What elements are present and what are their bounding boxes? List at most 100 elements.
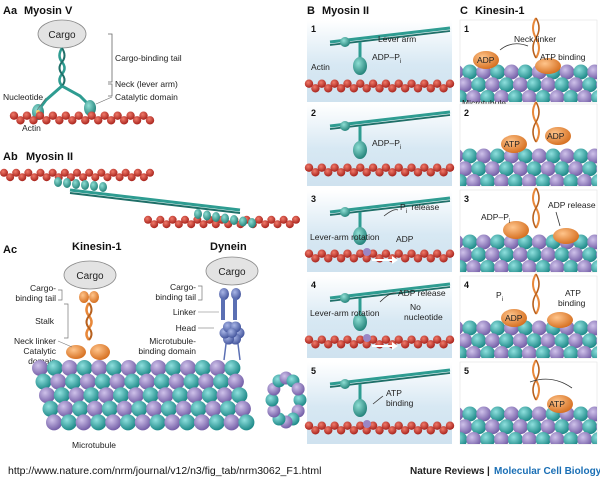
tubulin-subunit-ac bbox=[50, 374, 66, 390]
tubulin-subunit-ac bbox=[113, 387, 129, 403]
tubulin-subunit-c bbox=[476, 321, 491, 336]
microtubule-lattice bbox=[439, 149, 600, 190]
tubulin-subunit-ac bbox=[124, 374, 140, 390]
tubulin-subunit-c bbox=[476, 407, 491, 422]
dynein-stalk-2 bbox=[238, 344, 240, 360]
tubulin-subunit-ac bbox=[169, 374, 185, 390]
tubulin-subunit-c bbox=[457, 247, 472, 262]
tubulin-subunit-ac bbox=[76, 360, 92, 376]
tubulin-subunit-c bbox=[527, 419, 542, 434]
tubulin-subunit-ac bbox=[65, 374, 81, 390]
kinesin-head-right bbox=[90, 344, 110, 360]
tubulin-subunit-ac bbox=[46, 414, 62, 430]
tubulin-subunit-c bbox=[462, 321, 477, 336]
kinesin-step-number: 2 bbox=[464, 108, 469, 118]
tubulin-subunit-c bbox=[490, 149, 505, 164]
tubulin-subunit-ac bbox=[87, 401, 103, 417]
tubulin-subunit-c bbox=[485, 247, 500, 262]
label-adp-c1: ADP bbox=[477, 55, 495, 65]
panel-b-title: Myosin II bbox=[322, 5, 369, 17]
tubulin-subunit-c bbox=[513, 419, 528, 434]
myosin-ii-head-right bbox=[230, 215, 238, 225]
tubulin-subunit-c bbox=[513, 333, 528, 348]
actin-monomer-ab-bottom bbox=[292, 216, 300, 224]
panel-aa-tag: Aa bbox=[3, 5, 18, 17]
tubulin-subunit-c bbox=[466, 174, 481, 189]
tubulin-subunit-ac bbox=[98, 387, 114, 403]
bound-actin-site bbox=[363, 420, 371, 428]
tubulin-subunit-c bbox=[499, 333, 514, 348]
tubulin-subunit-c bbox=[471, 419, 486, 434]
tubulin-subunit-ac bbox=[139, 374, 155, 390]
tubulin-subunit-c bbox=[582, 77, 597, 92]
tubulin-subunit-ac bbox=[194, 414, 210, 430]
tubulin-subunit-c bbox=[457, 333, 472, 348]
myosin-ii-head-partner bbox=[340, 293, 350, 303]
tubulin-subunit-ac bbox=[72, 401, 88, 417]
tubulin-subunit-c bbox=[494, 346, 509, 361]
tubulin-subunit-ac bbox=[150, 414, 166, 430]
tubulin-subunit-c bbox=[577, 90, 592, 105]
tubulin-subunit-ac bbox=[76, 414, 92, 430]
label-atp-c2: ATP bbox=[504, 139, 520, 149]
tubulin-subunit-ac bbox=[80, 374, 96, 390]
myosin-ii-motor-head bbox=[353, 57, 367, 75]
dynein-aaa-core bbox=[227, 328, 237, 338]
label-neck-lever-arm: Neck (lever arm) bbox=[115, 79, 178, 89]
tubulin-subunit-c bbox=[513, 247, 528, 262]
tubulin-subunit-ac bbox=[105, 414, 121, 430]
tubulin-subunit-c bbox=[527, 77, 542, 92]
tubulin-subunit-c bbox=[508, 90, 523, 105]
tubulin-subunit-c bbox=[560, 149, 575, 164]
actin-monomer-b bbox=[446, 79, 454, 87]
tubulin-subunit-ac bbox=[120, 414, 136, 430]
tubulin-subunit-c bbox=[532, 235, 547, 250]
kinesin-step-number: 3 bbox=[464, 194, 469, 204]
label-d-cargo-2: binding tail bbox=[155, 292, 196, 302]
tubulin-subunit-c bbox=[471, 247, 486, 262]
panel-c-title: Kinesin-1 bbox=[475, 5, 525, 17]
tubulin-subunit-ac bbox=[128, 387, 144, 403]
tubulin-subunit-c bbox=[508, 260, 523, 275]
tubulin-end-subunit bbox=[292, 383, 305, 396]
journal-subtitle: Molecular Cell Biology bbox=[494, 466, 600, 477]
panel-ac: Ac Kinesin-1 Dynein Cargo Cargo- binding… bbox=[3, 241, 307, 450]
tubulin-subunit-c bbox=[536, 346, 551, 361]
myosin-ii-head-partner bbox=[340, 207, 350, 217]
label-lever-arm-rotation-3: Lever-arm rotation bbox=[310, 232, 380, 242]
tubulin-subunit-ac bbox=[213, 374, 229, 390]
tubulin-subunit-c bbox=[499, 247, 514, 262]
tubulin-subunit-c bbox=[485, 77, 500, 92]
label-k-catalytic: Catalytic bbox=[23, 346, 56, 356]
tubulin-subunit-c bbox=[550, 260, 565, 275]
tubulin-subunit-c bbox=[522, 260, 537, 275]
tubulin-subunit-c bbox=[476, 149, 491, 164]
kinesin-head-front bbox=[553, 228, 579, 244]
microtubule-lattice bbox=[439, 321, 600, 362]
tubulin-subunit-c bbox=[494, 174, 509, 189]
neck-bracket bbox=[108, 84, 112, 96]
label-actin-b: Actin bbox=[311, 62, 330, 72]
label-atp-c5: ATP bbox=[549, 399, 565, 409]
label-binding-c4: binding bbox=[558, 298, 586, 308]
label-atp-binding-c1: ATP binding bbox=[540, 52, 586, 62]
label-d-linker: Linker bbox=[173, 307, 196, 317]
tubulin-subunit-ac bbox=[146, 401, 162, 417]
tubulin-subunit-c bbox=[457, 77, 472, 92]
label-d-mtbd-2: binding domain bbox=[138, 346, 196, 356]
tail-bracket bbox=[108, 34, 112, 82]
tubulin-subunit-c bbox=[499, 419, 514, 434]
tubulin-subunit-c bbox=[490, 235, 505, 250]
label-d-cargo-1: Cargo- bbox=[170, 282, 196, 292]
label-adp-3: ADP bbox=[396, 234, 414, 244]
myosin-ii-head-right bbox=[239, 217, 247, 227]
tubulin-subunit-c bbox=[573, 149, 588, 164]
tubulin-end-subunit bbox=[294, 394, 307, 407]
label-nucleotide-4: nucleotide bbox=[404, 312, 443, 322]
panel-aa-title: Myosin V bbox=[24, 5, 73, 17]
tubulin-subunit-c bbox=[541, 333, 556, 348]
tubulin-subunit-c bbox=[577, 260, 592, 275]
tubulin-subunit-ac bbox=[150, 360, 166, 376]
tubulin-subunit-ac bbox=[83, 387, 99, 403]
